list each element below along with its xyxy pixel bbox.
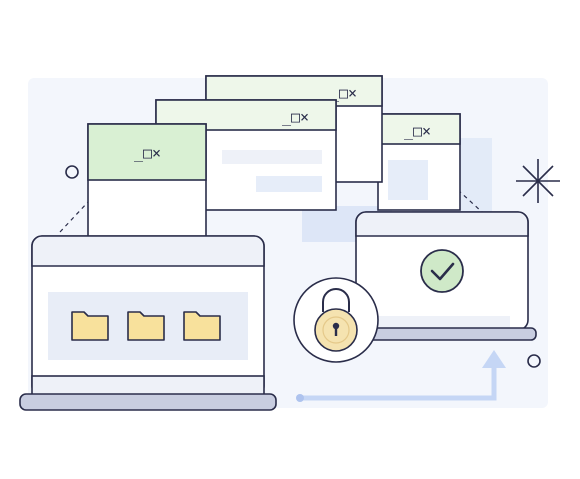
window-right-controls: _□× [404, 122, 431, 140]
window-middle-controls: _□× [282, 108, 309, 126]
window-front-controls: _□× [134, 144, 161, 162]
window-right: _□× [377, 113, 461, 211]
folder-icon [71, 311, 109, 341]
arrow-up-icon [296, 350, 506, 402]
window-back-controls: _□× [330, 84, 357, 102]
padlock-icon [293, 277, 379, 363]
sparkle-icon [516, 159, 560, 203]
small-circle-left [65, 165, 79, 179]
left-laptop [19, 235, 277, 411]
small-circle-right [527, 354, 541, 368]
check-circle-icon [420, 249, 464, 293]
folder-icon [183, 311, 221, 341]
right-laptop [349, 211, 537, 341]
connection-lines [59, 189, 483, 233]
folder-icon [127, 311, 165, 341]
window-front: _□× [87, 123, 207, 239]
